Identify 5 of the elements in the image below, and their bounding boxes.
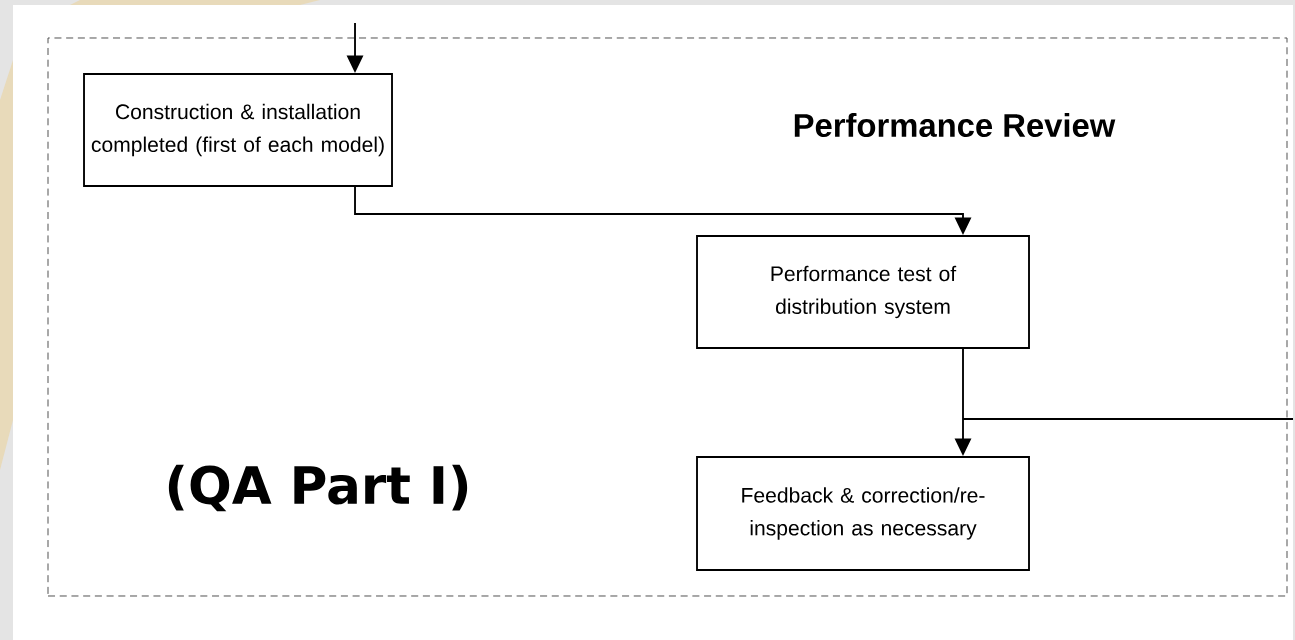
heading: (QA Part I)	[168, 464, 468, 512]
process-box: Feedback & correction/re-inspection as necessary	[696, 456, 1030, 571]
heading: Performance Review	[794, 112, 1116, 138]
process-box: Construction & installation completed (first of each model)	[83, 73, 393, 187]
process-box: Performance test of distribution system	[696, 235, 1030, 349]
